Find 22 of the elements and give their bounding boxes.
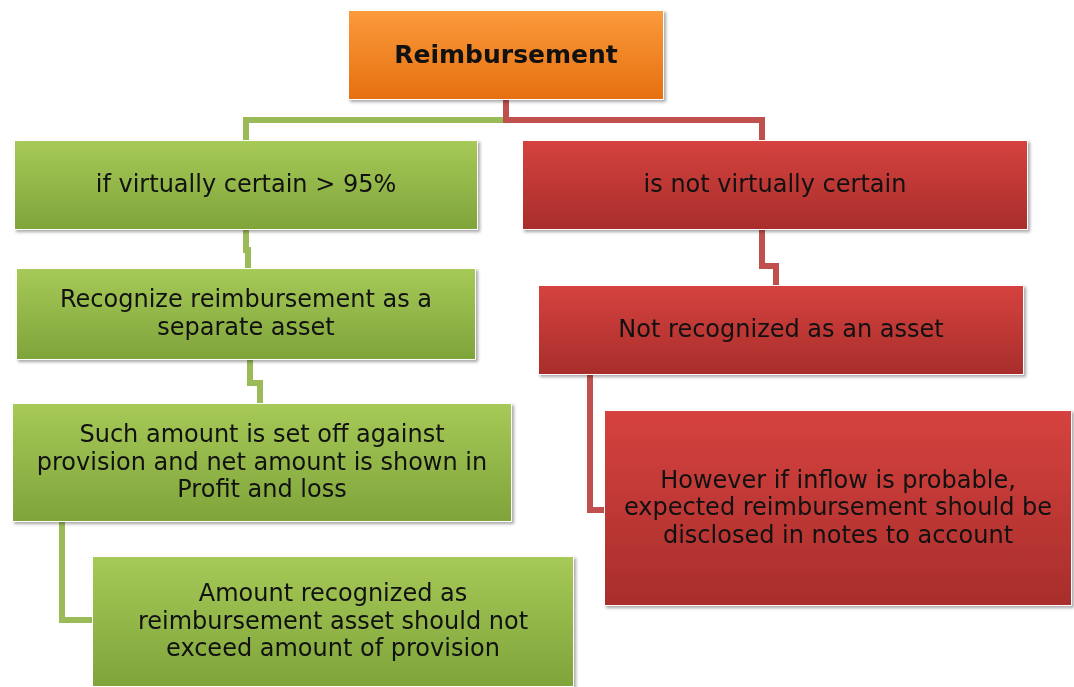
box-text: if virtually certain > 95% — [95, 171, 397, 199]
box-text: Such amount is set off against provision and net amount is shown in Profit and loss — [35, 421, 489, 504]
process-box — [604, 410, 1072, 606]
connector-line — [503, 100, 765, 140]
box-text: Not recognized as an asset — [618, 316, 944, 344]
box-text: is not virtually certain — [643, 171, 907, 199]
connector-line — [59, 522, 92, 623]
connector-line — [247, 360, 263, 403]
process-box — [16, 268, 476, 360]
process-box — [522, 140, 1028, 230]
box-text: Reimbursement — [394, 40, 618, 70]
process-box — [92, 556, 574, 687]
box-text: However if inflow is probable, expected reimbursement should be disclosed in notes to account — [622, 466, 1054, 550]
box-text: Amount recognized as reimbursement asset should not exceed amount of provision — [136, 580, 530, 663]
process-box — [12, 403, 512, 522]
process-box — [14, 140, 478, 230]
connector-line — [587, 375, 604, 513]
connector-line — [243, 230, 251, 268]
process-box — [538, 285, 1024, 375]
box-text: Recognize reimbursement as a separate asset — [59, 286, 433, 342]
connector-line — [759, 230, 779, 285]
title-box — [348, 10, 664, 100]
